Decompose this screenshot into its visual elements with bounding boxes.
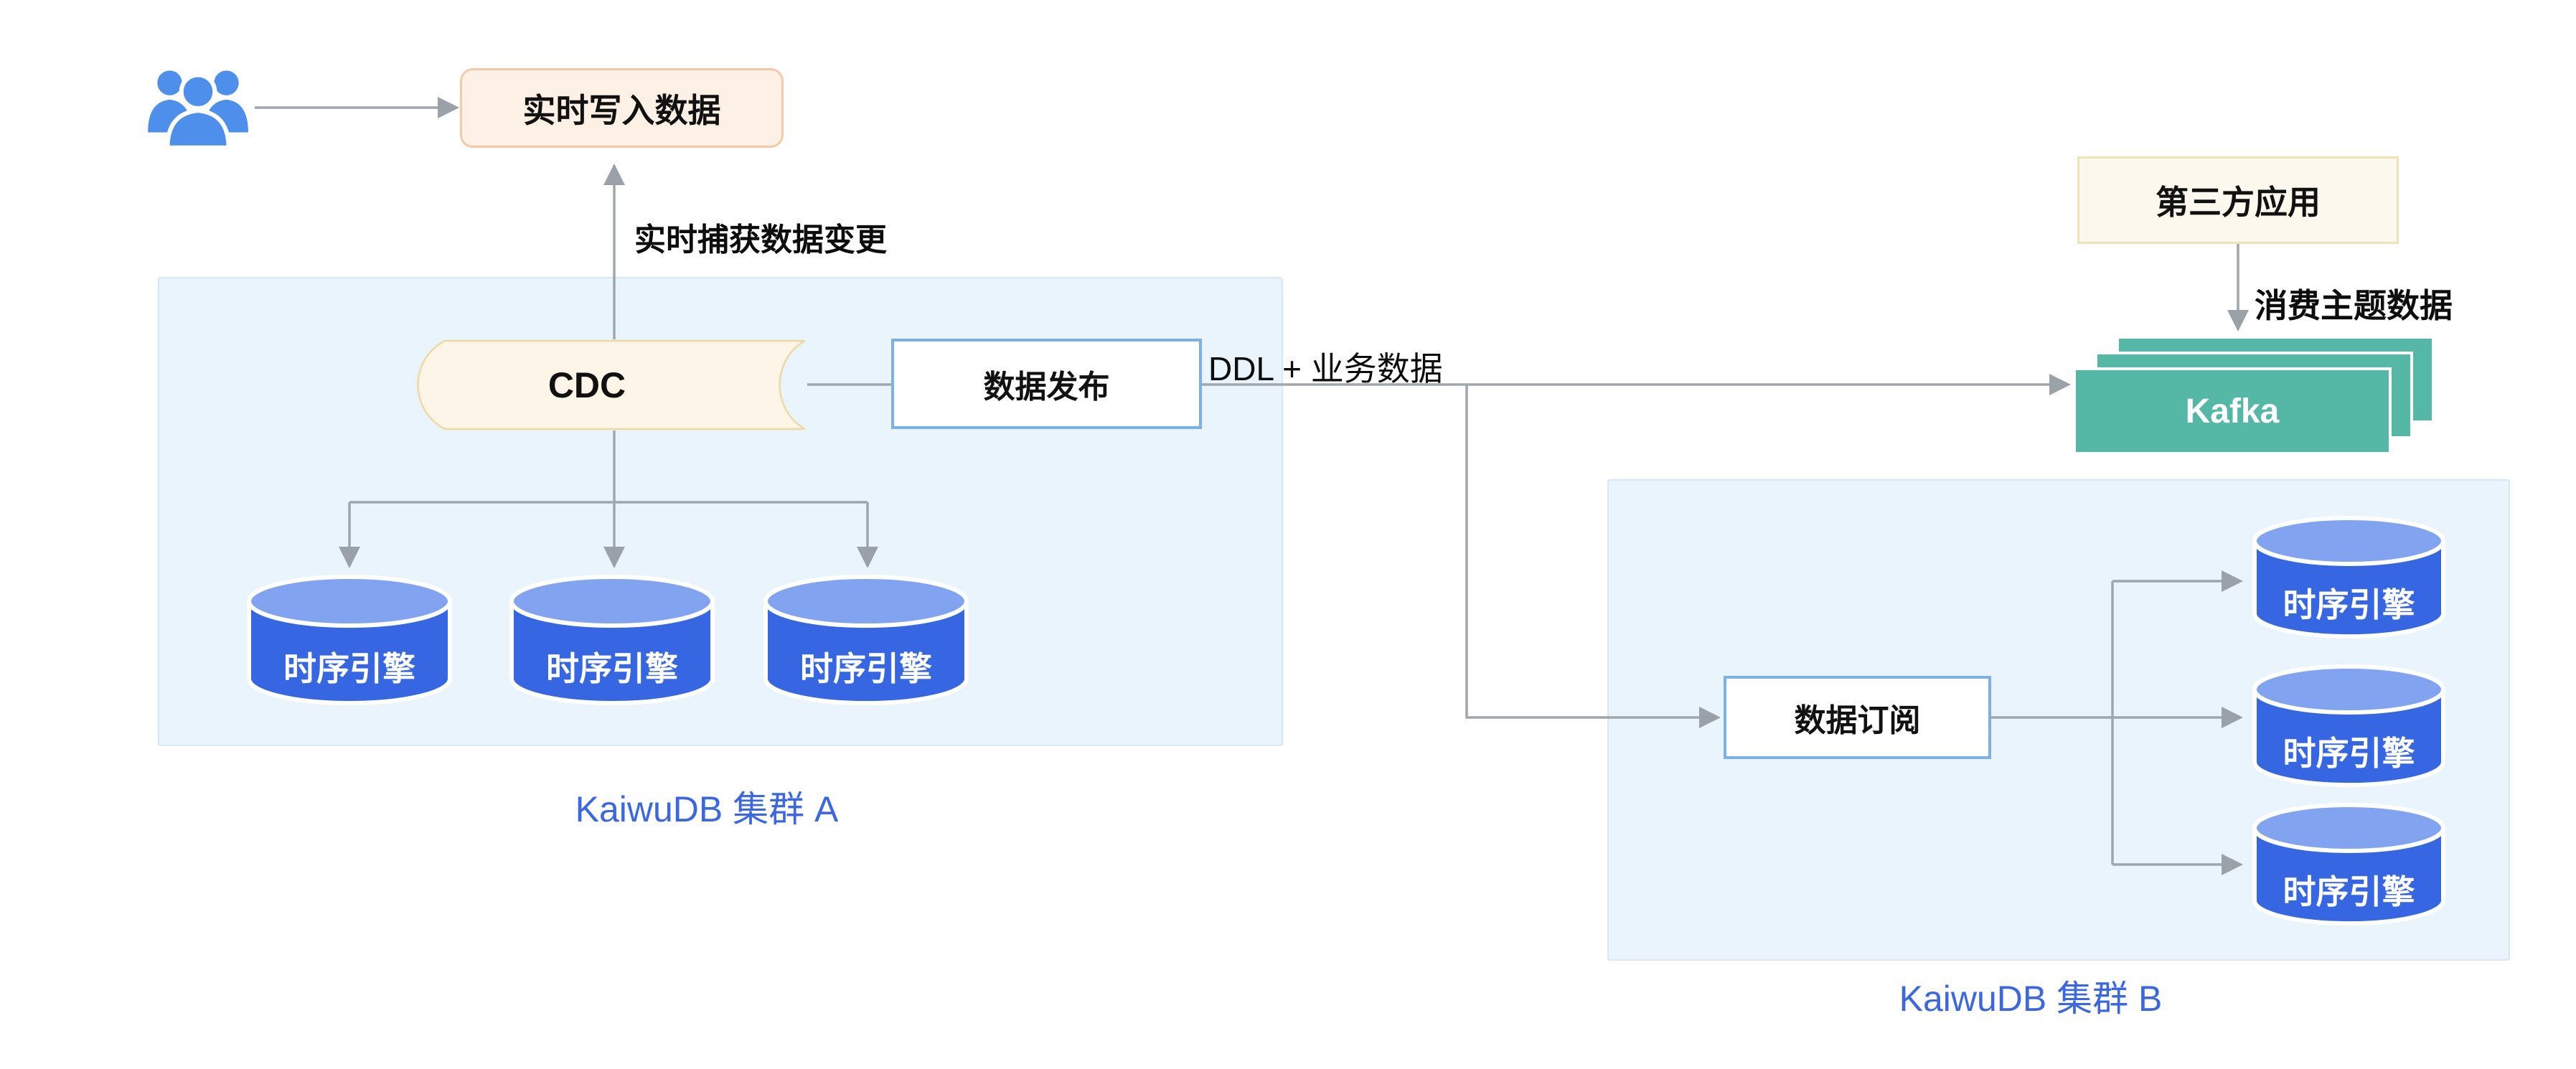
capture-changes-label: 实时捕获数据变更 — [634, 222, 887, 258]
data-publish-label: 数据发布 — [983, 369, 1110, 405]
arrowhead-into-write — [438, 97, 459, 118]
data-publish-node: 数据发布 — [891, 339, 1202, 429]
engine-label: 时序引擎 — [2283, 585, 2415, 623]
engine-label: 时序引擎 — [2283, 872, 2415, 910]
engine-cylinder-b2: 时序引擎 — [2249, 662, 2449, 791]
third-party-node: 第三方应用 — [2077, 156, 2399, 244]
arrowhead-engine-b3 — [2222, 854, 2243, 875]
cluster-a-caption: KaiwuDB 集群 A — [575, 789, 839, 829]
arrowhead-down-to-kafka — [2227, 310, 2249, 331]
kafka-node: Kafka — [2073, 367, 2392, 455]
cdc-node: CDC — [408, 339, 807, 430]
third-party-label: 第三方应用 — [2156, 184, 2321, 221]
engine-label: 时序引擎 — [283, 650, 415, 688]
arrowhead-engine-b1 — [2222, 570, 2243, 592]
ddl-business-data-label: DDL + 业务数据 — [1208, 350, 1443, 387]
users-group-icon — [144, 61, 253, 150]
arrowhead-engine-a2 — [603, 547, 625, 568]
engine-cylinder-b1: 时序引擎 — [2249, 514, 2449, 642]
engine-cylinder-b3: 时序引擎 — [2249, 801, 2449, 929]
cluster-b-caption: KaiwuDB 集群 B — [1899, 979, 2163, 1019]
engine-cylinder-a1: 时序引擎 — [243, 573, 456, 709]
cdc-label: CDC — [547, 364, 626, 405]
engine-label: 时序引擎 — [800, 650, 932, 688]
realtime-write-label: 实时写入数据 — [522, 91, 721, 129]
arrowhead-engine-a3 — [857, 547, 878, 568]
arrowhead-engine-a1 — [339, 547, 360, 568]
engine-label: 时序引擎 — [546, 650, 678, 688]
data-subscribe-label: 数据订阅 — [1794, 703, 1921, 738]
consume-topic-label: 消费主题数据 — [2255, 287, 2453, 324]
engine-cylinder-a2: 时序引擎 — [506, 573, 718, 709]
line-branch-to-subscribe — [1465, 385, 1701, 719]
arrowhead-engine-b2 — [2222, 707, 2243, 728]
realtime-write-node: 实时写入数据 — [460, 68, 784, 148]
arrowhead-into-subscribe — [1699, 707, 1721, 728]
engine-label: 时序引擎 — [2283, 734, 2415, 772]
engine-cylinder-a3: 时序引擎 — [760, 573, 972, 709]
data-subscribe-node: 数据订阅 — [1724, 676, 1991, 759]
arrowhead-into-kafka — [2049, 374, 2071, 395]
arrowhead-up-to-write — [603, 164, 625, 185]
kafka-label: Kafka — [2185, 392, 2280, 430]
